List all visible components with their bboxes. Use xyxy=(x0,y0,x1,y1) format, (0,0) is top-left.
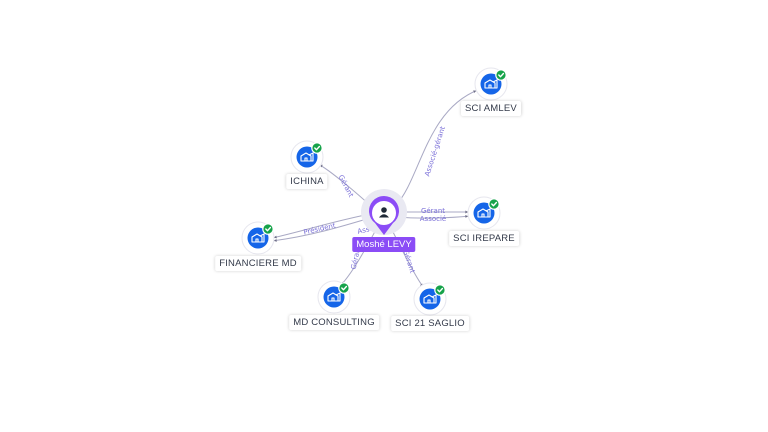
company-node-ichina[interactable] xyxy=(290,140,324,174)
person-label[interactable]: Moshé LEVY xyxy=(352,237,416,252)
person-icon xyxy=(379,207,389,218)
building-icon xyxy=(327,292,341,302)
company-node-sci-amlev[interactable] xyxy=(474,67,508,101)
building-icon xyxy=(484,79,498,89)
node-circle xyxy=(296,146,318,168)
relation-edge-sci-amlev xyxy=(395,89,479,206)
relation-label: Gérant xyxy=(337,174,355,199)
node-circle xyxy=(323,286,345,308)
company-label-sci-amlev[interactable]: SCI AMLEV xyxy=(461,101,521,116)
relation-label: Associé-gérant xyxy=(423,125,447,177)
edge-arrow-icon xyxy=(473,90,477,94)
company-label-sci-irepare[interactable]: SCI IREPARE xyxy=(449,231,519,246)
verified-check-icon xyxy=(311,142,323,154)
building-icon xyxy=(251,233,265,243)
node-circle xyxy=(247,227,269,249)
relation-edge-financiere-md xyxy=(271,213,371,239)
verified-check-icon xyxy=(495,69,507,81)
verified-check-icon xyxy=(488,198,500,210)
node-circle xyxy=(480,73,502,95)
building-icon xyxy=(423,294,437,304)
person-pin-inner xyxy=(372,201,396,225)
edge-arrow-icon xyxy=(465,210,468,214)
edge-arrow-icon xyxy=(273,238,277,242)
relation-label: Gérant xyxy=(421,207,445,215)
building-icon xyxy=(477,208,491,218)
relation-label: Associé xyxy=(420,215,446,223)
edge-arrow-icon xyxy=(273,235,277,239)
company-label-financiere-md[interactable]: FINANCIERE MD xyxy=(215,256,301,271)
verified-check-icon xyxy=(338,282,350,294)
company-label-sci-21-saglio[interactable]: SCI 21 SAGLIO xyxy=(391,316,469,331)
company-node-sci-21-saglio[interactable] xyxy=(413,282,447,316)
company-node-sci-irepare[interactable] xyxy=(467,196,501,230)
verified-check-icon xyxy=(262,223,274,235)
relation-label: Asso xyxy=(357,224,375,235)
person-node[interactable] xyxy=(361,189,407,235)
company-node-financiere-md[interactable] xyxy=(241,221,275,255)
company-node-md-consulting[interactable] xyxy=(317,280,351,314)
node-circle xyxy=(473,202,495,224)
company-label-ichina[interactable]: ICHINA xyxy=(286,174,328,189)
relation-edge-financiere-md xyxy=(271,217,371,242)
node-circle xyxy=(419,288,441,310)
verified-check-icon xyxy=(434,284,446,296)
building-icon xyxy=(300,152,314,162)
company-label-md-consulting[interactable]: MD CONSULTING xyxy=(289,315,379,330)
edge-arrow-icon xyxy=(465,215,469,218)
relation-label: Gérant xyxy=(401,249,416,275)
